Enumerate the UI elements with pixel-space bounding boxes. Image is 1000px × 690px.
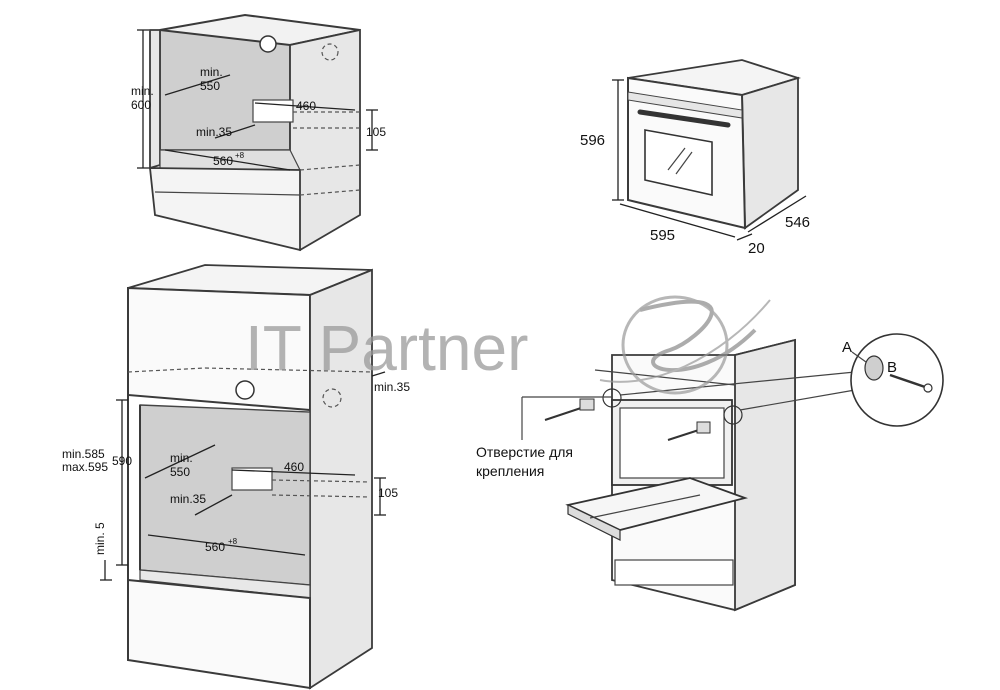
tl-cutout-height: 105 (366, 125, 386, 139)
bl-depth-label-1: min. (170, 451, 193, 465)
bottom-right-install: Отверстие для крепления A B (476, 333, 944, 612)
bl-top-gap-label: min.35 (374, 380, 410, 394)
oven-width-label: 595 (650, 227, 675, 244)
bl-depth-label-2: 550 (170, 465, 190, 479)
watermark-text: IT Partner (245, 312, 528, 384)
tl-depth-label-2: 550 (200, 79, 220, 93)
bl-cutout-height: 105 (378, 486, 398, 500)
bl-height-value: 590 (112, 454, 132, 468)
tl-gap-label: min.35 (196, 125, 232, 139)
tl-width-label: 560 (213, 154, 233, 168)
tl-cutout-width: 460 (296, 99, 316, 113)
bl-bottom-gap-label: min. 5 (93, 522, 107, 555)
oven-depth-label: 546 (785, 214, 810, 231)
bottom-left-cabinet: min.585 max.595 590 min. 550 460 105 min… (62, 264, 410, 690)
mount-label-1: Отверстие для (476, 444, 573, 460)
part-b-label: B (887, 359, 897, 376)
bl-height-label-2: max.595 (62, 460, 108, 474)
top-left-cabinet: min. 600 min. 550 460 105 min.35 560 +8 (131, 13, 386, 252)
oven-front-label: 20 (748, 240, 765, 257)
bl-height-label-1: min.585 (62, 447, 105, 461)
bl-width-label: 560 (205, 540, 225, 554)
bl-gap-label: min.35 (170, 492, 206, 506)
tl-height-label-2: 600 (131, 98, 151, 112)
watermark-logo-icon (599, 295, 771, 395)
top-right-oven: 596 595 546 20 (580, 59, 810, 257)
oven-height-label: 596 (580, 132, 605, 149)
part-a-label: A (842, 339, 852, 356)
bl-cutout-width: 460 (284, 460, 304, 474)
tl-depth-label-1: min. (200, 65, 223, 79)
watermark: IT Partner (245, 295, 771, 395)
bl-width-sup: +8 (228, 537, 238, 546)
tl-width-sup: +8 (235, 151, 245, 160)
tl-height-label-1: min. (131, 84, 154, 98)
mount-label-2: крепления (476, 463, 544, 479)
